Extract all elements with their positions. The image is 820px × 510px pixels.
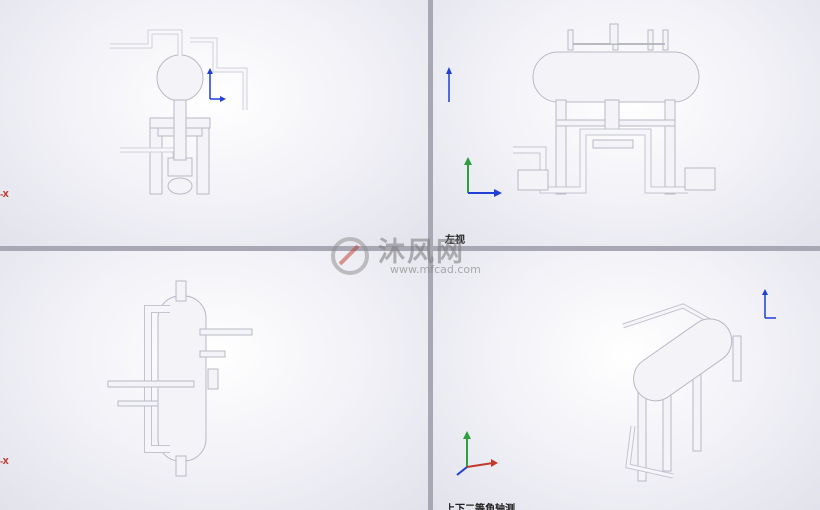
horizontal-splitter[interactable] [0, 246, 820, 251]
watermark-brand: 沐风网 [378, 237, 465, 268]
axis-edge-label: -X [0, 457, 9, 466]
viewport-bottom-right[interactable]: 上下二等角轴测 [433, 251, 820, 510]
view-label: 左视 [445, 235, 465, 246]
watermark: 沐风网 www.mfcad.com [328, 230, 498, 282]
view-label: 上下二等角轴测 [445, 504, 515, 510]
watermark-url: www.mfcad.com [390, 263, 481, 276]
vessel-model-iso[interactable] [433, 251, 820, 510]
axis-edge-label: -X [0, 190, 9, 199]
iso-triad-icon [456, 431, 498, 476]
viewport-top-right[interactable]: 左视 [433, 0, 820, 246]
vessel-model-side[interactable] [433, 0, 820, 246]
viewport-top-left[interactable]: -X [0, 0, 428, 246]
view-triad-icon [464, 157, 502, 197]
z-axis-indicator-icon [446, 67, 452, 102]
watermark-logo-icon [331, 237, 369, 275]
vessel-model-front[interactable] [0, 0, 428, 246]
vertical-splitter[interactable] [428, 0, 433, 510]
viewport-bottom-left[interactable]: -X [0, 251, 428, 510]
vessel-model-top[interactable] [0, 251, 428, 510]
